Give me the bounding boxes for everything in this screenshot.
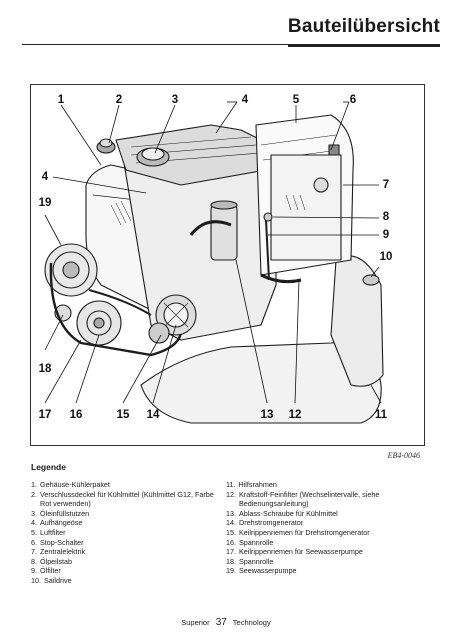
legend-text: Hilfsrahmen (238, 480, 277, 489)
legend-right-column: 11.Hilfsrahmen 12.Kraftstoff-Feinfilter … (226, 480, 426, 576)
legend-number: 10. (31, 575, 41, 585)
legend-item: 4.Aufhängeöse (31, 518, 217, 528)
engine-illustration (44, 101, 384, 424)
callout-4-left: 4 (41, 171, 49, 183)
legend-item: 6.Stop-Schalter (31, 538, 217, 548)
legend-text: Aufhängeöse (40, 518, 83, 528)
callout-16: 16 (69, 409, 83, 421)
callout-18: 18 (38, 363, 52, 375)
legend-number: 9. (31, 566, 37, 576)
legend-title: Legende (31, 462, 66, 472)
callout-1: 1 (57, 94, 65, 106)
legend-item: 10.Saildrive (31, 576, 217, 586)
callout-19: 19 (38, 197, 52, 209)
legend-item: 1.Gehäuse-Kühlerpaket (31, 480, 217, 490)
callout-9: 9 (382, 229, 390, 241)
legend-number: 16. (226, 537, 236, 547)
legend-text: Luftfilter (40, 527, 66, 537)
legend-text: Ablass-Schraube für Kühlmittel (239, 508, 338, 518)
callout-8: 8 (382, 211, 390, 223)
legend-item: 11.Hilfsrahmen (226, 480, 426, 490)
legend-number: 8. (31, 556, 37, 566)
legend-text: Gehäuse-Kühlerpaket (40, 480, 110, 489)
legend-item: 15.Keilrippenriemen für Drehstromgenerat… (226, 528, 426, 538)
legend-item: 5.Luftfilter (31, 528, 217, 538)
legend-text: Ölpeilstab (40, 556, 72, 566)
legend-text: Ölfilter (40, 566, 61, 576)
figure-code: EB4-0046 (387, 451, 420, 460)
legend-number: 2. (31, 489, 37, 499)
legend-item: 7.Zentralelektrik (31, 547, 217, 557)
callout-13: 13 (260, 409, 274, 421)
legend-item: 3.Öleinfüllstutzen (31, 509, 217, 519)
callout-15: 15 (116, 409, 130, 421)
legend-number: 11. (226, 480, 236, 489)
legend-item: 19.Seewasserpumpe (226, 566, 426, 576)
callout-5: 5 (292, 94, 300, 106)
legend-item: 18.Spannrolle (226, 557, 426, 567)
legend-item: 9.Ölfilter (31, 566, 217, 576)
legend-number: 13. (226, 508, 236, 518)
legend-text: Keilrippenriemen für Drehstromgenerator (239, 527, 370, 537)
page-number: 37 (215, 617, 227, 628)
legend-number: 7. (31, 547, 37, 557)
legend-text: Drehstromgenerator (239, 518, 304, 528)
legend-number: 6. (31, 537, 37, 547)
legend-text: Spannrolle (239, 556, 274, 566)
legend-number: 4. (31, 518, 37, 528)
legend-number: 14. (226, 518, 236, 528)
legend-text: Seewasserpumpe (239, 566, 297, 576)
callout-12: 12 (288, 409, 302, 421)
legend-number: 17. (226, 547, 236, 557)
callout-4-top: 4 (241, 94, 249, 106)
title-rule (22, 44, 440, 45)
page-footer: Superior 37 Technology (0, 617, 452, 628)
callout-17: 17 (38, 409, 52, 421)
legend-item: 17.Keilrippenriemen für Seewasserpumpe (226, 547, 426, 557)
legend-text: Zentralelektrik (40, 547, 86, 557)
legend-text: Keilrippenriemen für Seewasserpumpe (239, 547, 363, 557)
legend-number: 15. (226, 527, 236, 537)
legend-item: 12.Kraftstoff-Feinfilter (Wechselinterva… (226, 490, 426, 509)
callout-10: 10 (379, 251, 393, 263)
footer-brand-left: Superior (181, 618, 210, 627)
legend-number: 19. (226, 566, 236, 576)
callout-7: 7 (382, 179, 390, 191)
legend-number: 1. (31, 480, 37, 489)
legend-left-column: 1.Gehäuse-Kühlerpaket 2.Verschlussdeckel… (31, 480, 217, 586)
legend-text: Verschlussdeckel für Kühlmittel (Kühlmit… (40, 489, 214, 509)
page-title: Bauteilübersicht (287, 16, 440, 37)
legend-item: 8.Ölpeilstab (31, 557, 217, 567)
legend-item: 16.Spannrolle (226, 538, 426, 548)
callout-2: 2 (115, 94, 123, 106)
legend-text: Öleinfüllstutzen (40, 508, 90, 518)
legend-item: 13.Ablass-Schraube für Kühlmittel (226, 509, 426, 519)
footer-brand-right: Technology (232, 618, 271, 627)
callout-11: 11 (374, 409, 388, 421)
callout-14: 14 (146, 409, 160, 421)
legend-text: Kraftstoff-Feinfilter (Wechselintervalle… (239, 489, 380, 509)
engine-figure: 1 2 3 4 5 6 4 7 19 8 9 10 18 17 16 15 14… (30, 84, 425, 446)
legend-item: 14.Drehstromgenerator (226, 518, 426, 528)
legend-item: 2.Verschlussdeckel für Kühlmittel (Kühlm… (31, 490, 217, 509)
legend-number: 5. (31, 527, 37, 537)
legend-number: 3. (31, 508, 37, 518)
callout-6: 6 (349, 94, 357, 106)
legend-text: Spannrolle (239, 537, 274, 547)
legend-number: 12. (226, 489, 236, 499)
legend-text: Stop-Schalter (40, 537, 84, 547)
callout-3: 3 (171, 94, 179, 106)
legend-number: 18. (226, 556, 236, 566)
title-bar (288, 44, 440, 47)
legend-text: Saildrive (44, 575, 72, 585)
